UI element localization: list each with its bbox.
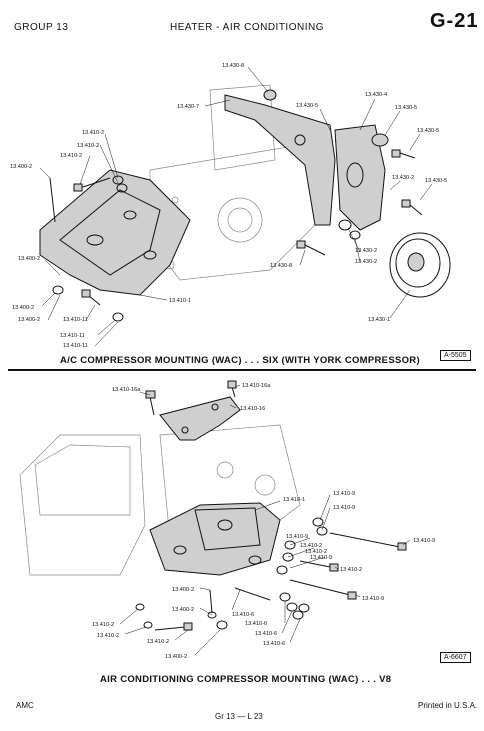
label: 13.410-6	[245, 621, 267, 627]
part-labels: 13.430-8 13.430-7 13.430-5 13.430-4 13.4…	[10, 63, 447, 349]
label: 13.410-16a	[242, 383, 271, 389]
label: 13.410-9	[413, 538, 435, 544]
page-number: G-21	[430, 10, 479, 32]
compressor-bracket	[39, 169, 191, 296]
label: 13.430-5	[425, 178, 447, 184]
label: 13.400-2	[172, 587, 194, 593]
label: 13.430-2	[355, 259, 377, 265]
label: 13.410-6	[232, 612, 254, 618]
label: 13.430-1	[368, 317, 390, 323]
label: 13.410-2	[60, 153, 82, 159]
label: 13.410-2	[300, 543, 322, 549]
figure-divider	[8, 369, 476, 371]
label: 13.410-1	[169, 298, 191, 304]
label: 13.430-2	[392, 175, 414, 181]
part-labels: 13.410-16a 13.410-16a 13.410-16 13.410-1…	[92, 383, 435, 660]
label: 13.400-2	[10, 164, 32, 170]
label: 13.410-9	[333, 505, 355, 511]
idler-pulley	[389, 232, 451, 298]
label: 13.430-5	[395, 105, 417, 111]
label: 13.400-2	[165, 654, 187, 660]
label: 13.430-5	[417, 128, 439, 134]
leader-lines	[39, 66, 433, 347]
top-figure-ref: A-5505	[440, 350, 471, 361]
footer-right: Printed in U.S.A.	[418, 701, 478, 710]
bottom-diagram: 13.410-16a 13.410-16a 13.410-16 13.410-1…	[19, 380, 435, 660]
label: 13.400-2	[12, 305, 34, 311]
label: 13.430-5	[296, 103, 318, 109]
label: 13.410-16a	[112, 387, 141, 393]
label: 13.430-2	[355, 248, 377, 254]
label: 13.410-6	[263, 641, 285, 647]
footer-left: AMC	[16, 701, 34, 710]
label: 13.400-2	[18, 317, 40, 323]
label: 13.410-2	[340, 567, 362, 573]
top-diagram: 13.430-8 13.430-7 13.430-5 13.430-4 13.4…	[10, 63, 451, 349]
label: 13.410-2	[92, 622, 114, 628]
label: 13.410-11	[63, 343, 88, 349]
label: 13.410-11	[63, 317, 88, 323]
label: 13.410-6	[255, 631, 277, 637]
label: 13.430-4	[365, 92, 387, 98]
label: 13.430-8	[270, 263, 292, 269]
footer-center: Gr 13 — L 23	[215, 712, 263, 721]
washers	[52, 89, 389, 322]
page-title: HEATER - AIR CONDITIONING	[170, 22, 324, 33]
label: 13.430-8	[222, 63, 244, 69]
label: 13.410-9	[286, 534, 308, 540]
label: 13.410-16	[240, 406, 265, 412]
compressor-bracket	[149, 502, 281, 576]
label: 13.410-9	[310, 555, 332, 561]
label: 13.410-11	[60, 333, 85, 339]
upper-bracket	[145, 380, 241, 441]
group-label: GROUP 13	[14, 22, 69, 33]
bolts	[49, 149, 423, 306]
bottom-figure-ref: A-6607	[440, 652, 471, 663]
label: 13.400-2	[18, 256, 40, 262]
label: 13.410-2	[82, 130, 104, 136]
label: 13.410-2	[305, 549, 327, 555]
label: 13.430-7	[177, 104, 199, 110]
bolts	[154, 532, 407, 631]
leader-lines	[119, 384, 411, 656]
idler-arm	[224, 94, 386, 231]
top-figure-caption: A/C COMPRESSOR MOUNTING (WAC) . . . SIX …	[60, 355, 420, 366]
label: 13.410-1	[283, 497, 305, 503]
label: 13.410-2	[147, 639, 169, 645]
label: 13.410-9	[362, 596, 384, 602]
bottom-figure-caption: AIR CONDITIONING COMPRESSOR MOUNTING (WA…	[100, 674, 392, 685]
label: 13.410-2	[77, 143, 99, 149]
label: 13.410-2	[97, 633, 119, 639]
label: 13.400-2	[172, 607, 194, 613]
label: 13.410-9	[333, 491, 355, 497]
